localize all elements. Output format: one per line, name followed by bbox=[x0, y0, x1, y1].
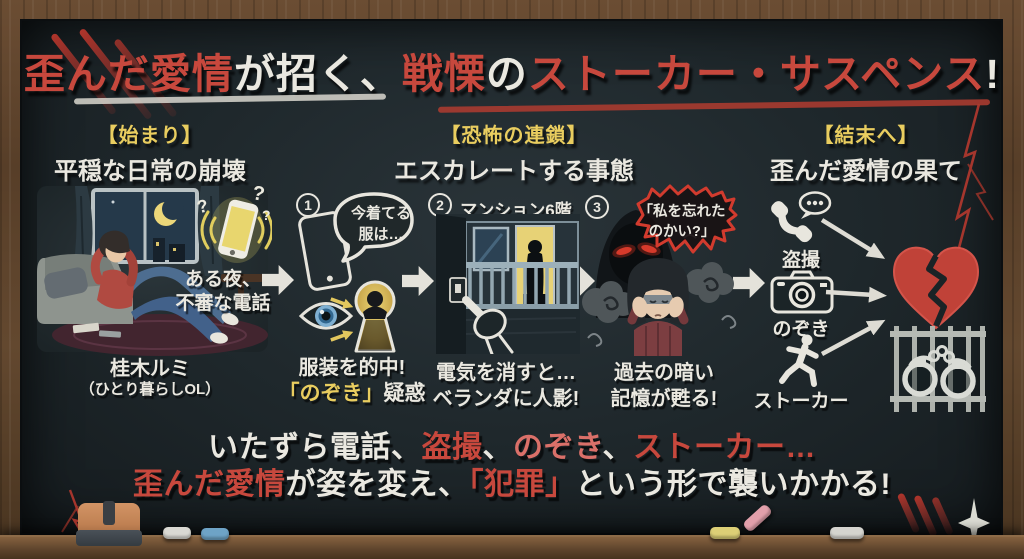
column-header-chain-of-fear: 【恐怖の連鎖】 エスカレートする事態 bbox=[394, 119, 634, 186]
bubble-line: のかい?」 bbox=[648, 224, 716, 240]
caption-rest: 疑惑 bbox=[383, 382, 426, 405]
footer-segment: 、 bbox=[482, 431, 514, 464]
intro-note: ある夜、 不審な電話 bbox=[175, 268, 270, 316]
chalk-white bbox=[830, 527, 864, 539]
blackboard-eraser bbox=[76, 501, 142, 546]
step1-caption1: 服装を的中! bbox=[298, 357, 406, 379]
step1-caption2: 「のぞき」疑惑 bbox=[279, 377, 426, 407]
step3-number-badge: 3 bbox=[585, 195, 609, 219]
bubble-line: 「私を忘れた bbox=[638, 204, 726, 220]
ringing-phone-icon: ? ? ? bbox=[196, 186, 272, 263]
eye-icon bbox=[298, 302, 354, 330]
chalk-white bbox=[163, 527, 191, 539]
step3-caption2: 記憶が甦る! bbox=[610, 388, 718, 410]
title-segment: の bbox=[485, 51, 528, 97]
bubble-line: 今着てる bbox=[350, 205, 411, 222]
title-segment: ストーカー・サスペンス bbox=[527, 51, 986, 97]
title-segment: ! bbox=[985, 51, 1001, 97]
jagged-speech-bubble bbox=[635, 184, 738, 254]
footer-segment: 「犯罪」 bbox=[468, 468, 576, 501]
footer-segment: ストーカー… bbox=[632, 431, 816, 464]
handcuffs-jail-icon bbox=[890, 326, 986, 412]
camera-icon bbox=[770, 270, 834, 314]
step3-caption1: 過去の暗い bbox=[614, 362, 714, 384]
footer-segment: 、 bbox=[602, 431, 633, 464]
outcome-label: ストーカー bbox=[753, 391, 849, 412]
footer-line1: いたずら電話、盗撮、のぞき、ストーカー… bbox=[0, 422, 1024, 466]
broken-heart-icon bbox=[892, 246, 980, 330]
stalker-memory-illustration bbox=[582, 210, 737, 356]
footer-segment: 盗撮 bbox=[421, 431, 483, 464]
footer-segment: という形で襲いかかる! bbox=[575, 468, 891, 501]
title-segment: 歪んだ愛情 bbox=[23, 51, 234, 97]
chalk-tray bbox=[0, 535, 1024, 559]
column-subtitle: エスカレートする事態 bbox=[394, 158, 634, 185]
phone-call-icon bbox=[771, 191, 832, 243]
outcome-label: 盗撮 bbox=[781, 250, 821, 271]
column-tag: 【恐怖の連鎖】 bbox=[440, 125, 588, 147]
keyhole-icon bbox=[354, 280, 396, 353]
footer-line2: 歪んだ愛情が姿を変え、「犯罪」という形で襲いかかる! bbox=[0, 459, 1024, 503]
intro-note-line2: 不審な電話 bbox=[175, 293, 271, 314]
footer-segment: が姿を変え、 bbox=[285, 468, 469, 501]
intro-note-line1: ある夜、 bbox=[184, 269, 262, 290]
column-subtitle: 平穏な日常の崩壊 bbox=[54, 158, 246, 185]
title-segment: 戦慄 bbox=[401, 51, 486, 97]
footer-segment: 歪んだ愛情 bbox=[133, 468, 286, 501]
main-title: 歪んだ愛情が招く、戦慄のストーカー・サスペンス! bbox=[0, 40, 1024, 100]
footer-segment: いたずら電話、 bbox=[208, 431, 422, 464]
character-subtitle: （ひとり暮らしOL） bbox=[79, 381, 221, 398]
step1-number-badge: 1 bbox=[296, 193, 320, 217]
bubble-text: 今着てる 服は… bbox=[341, 203, 421, 245]
chalk-yellow bbox=[710, 527, 740, 539]
caption-highlight: 「のぞき」 bbox=[278, 382, 384, 405]
column-header-beginning: 【始まり】 平穏な日常の崩壊 bbox=[54, 119, 246, 186]
step2-caption2: ベランダに人影! bbox=[432, 388, 580, 410]
converging-arrows bbox=[820, 218, 887, 356]
runner-icon bbox=[779, 334, 819, 387]
bubble-text: 「私を忘れた のかい?」 bbox=[638, 202, 726, 242]
svg-text:?: ? bbox=[262, 207, 271, 223]
bubble-line: 服は… bbox=[358, 226, 404, 243]
chalk-blue bbox=[201, 528, 229, 540]
svg-text:?: ? bbox=[196, 195, 210, 217]
footer-segment: のぞき bbox=[513, 431, 603, 464]
title-segment: が招く、 bbox=[233, 51, 402, 97]
balcony-illustration bbox=[436, 214, 580, 354]
speech-bubble bbox=[333, 192, 414, 263]
column-header-conclusion: 【結末へ】 歪んだ愛情の果て bbox=[770, 119, 962, 186]
outcome-label: のぞき bbox=[772, 319, 830, 340]
character-name: 桂木ルミ bbox=[110, 358, 190, 380]
svg-text:?: ? bbox=[251, 186, 267, 206]
lightning-decoration bbox=[949, 103, 994, 279]
column-tag: 【始まり】 bbox=[97, 125, 203, 147]
column-tag: 【結末へ】 bbox=[813, 125, 919, 147]
step2-caption1: 電気を消すと… bbox=[436, 362, 576, 384]
column-subtitle: 歪んだ愛情の果て bbox=[770, 158, 962, 185]
